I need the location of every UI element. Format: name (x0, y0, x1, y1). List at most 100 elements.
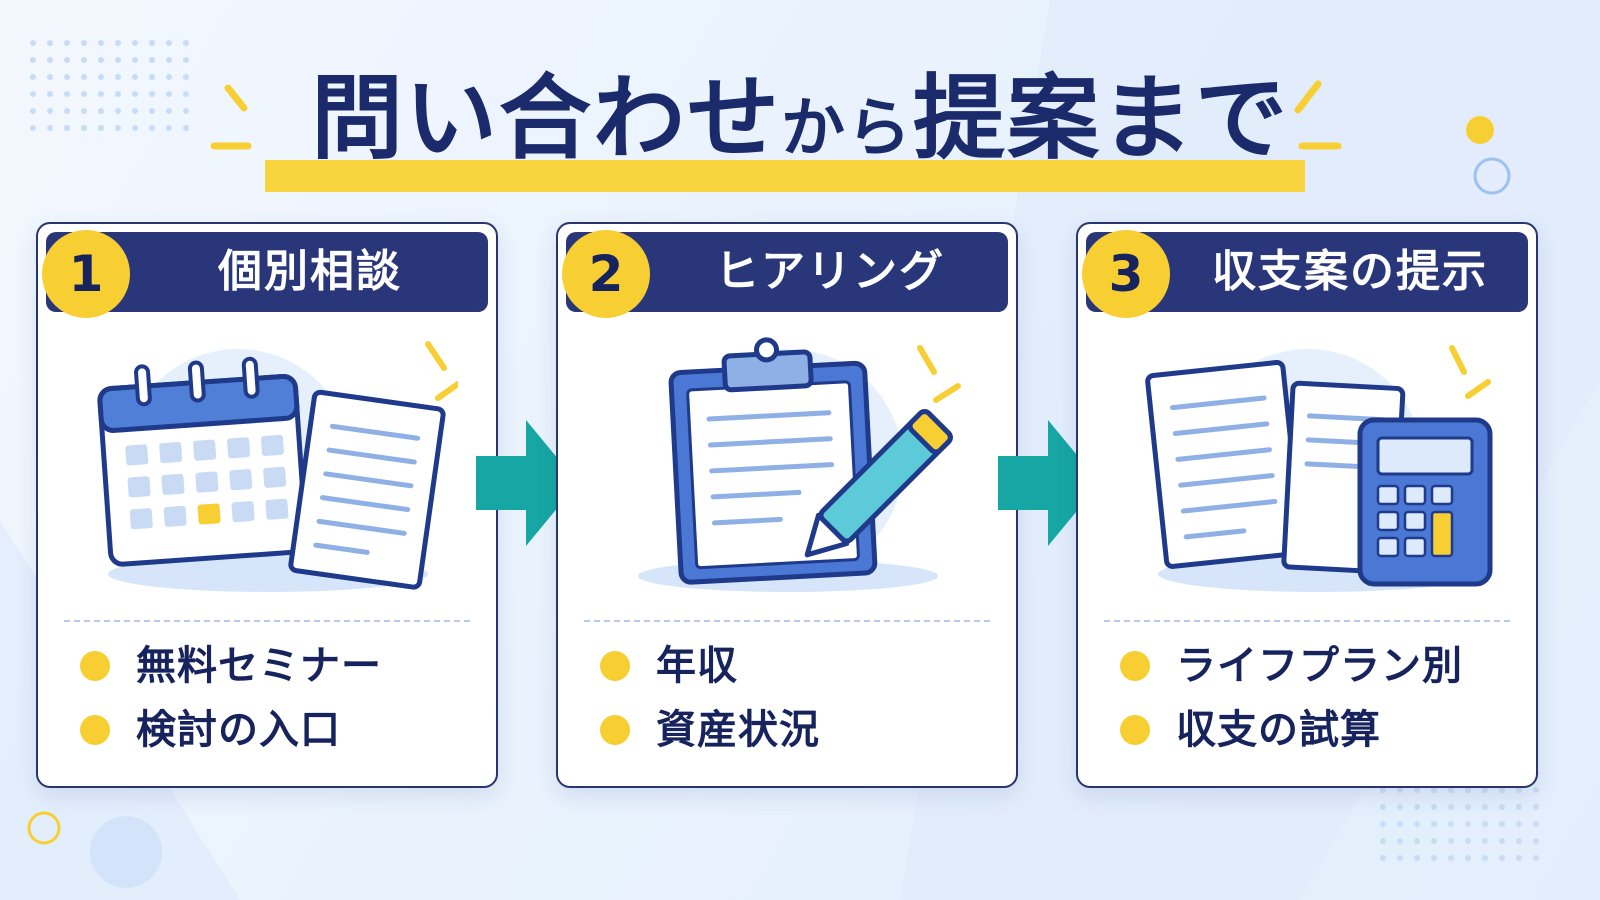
card-divider (64, 620, 470, 622)
dot-pattern-dot (115, 57, 121, 63)
page-title-area: 問い合わせから提案まで (0, 52, 1600, 202)
dot-pattern-dot (1431, 804, 1437, 810)
step-header: 2 ヒアリング (562, 230, 1008, 318)
dot-pattern-dot (149, 74, 155, 80)
dot-pattern-dot (183, 91, 189, 97)
dot-pattern-dot (132, 57, 138, 63)
dot-pattern-dot (1448, 855, 1454, 861)
dot-pattern-dot (183, 108, 189, 114)
dot-pattern-dot (1380, 787, 1386, 793)
dot-pattern-dot (149, 125, 155, 131)
bullet-list: 年収 資産状況 (592, 634, 1002, 762)
bullet-list: ライフプラン別 収支の試算 (1112, 634, 1522, 762)
dot-pattern-dot (1397, 804, 1403, 810)
card-divider (1104, 620, 1510, 622)
dot-pattern-dot (1533, 855, 1539, 861)
dot-pattern-dot (1482, 821, 1488, 827)
bullet-dot-icon (1120, 715, 1150, 745)
title-highlight-bar (265, 160, 1305, 192)
dot-pattern-dot (81, 57, 87, 63)
dot-pattern-dot (1414, 855, 1420, 861)
dot-pattern-dot (81, 40, 87, 46)
dot-pattern-dot (47, 91, 53, 97)
dot-pattern-dot (1499, 804, 1505, 810)
dot-pattern-dot (1499, 855, 1505, 861)
bullet-dot-icon (80, 715, 110, 745)
bullet-item: ライフプラン別 (1112, 634, 1522, 698)
dot-pattern-dot (81, 108, 87, 114)
dot-pattern-dot (98, 108, 104, 114)
dot-pattern-dot (132, 40, 138, 46)
dot-pattern-dot (1414, 787, 1420, 793)
dot-pattern-dot (64, 40, 70, 46)
dot-pattern-dot (1465, 804, 1471, 810)
dot-pattern-dot (64, 57, 70, 63)
dot-pattern-dot (115, 74, 121, 80)
step-card-3: 3 収支案の提示 (1076, 222, 1538, 788)
dot-pattern-dot (166, 108, 172, 114)
bullet-item: 無料セミナー (72, 634, 482, 698)
dot-pattern-dot (98, 57, 104, 63)
dot-pattern-dot (1499, 787, 1505, 793)
bullet-list: 無料セミナー 検討の入口 (72, 634, 482, 762)
bullet-item: 収支の試算 (1112, 698, 1522, 762)
dot-pattern-dot (115, 40, 121, 46)
dot-pattern-dot (1482, 787, 1488, 793)
dot-pattern-dot (183, 74, 189, 80)
dot-pattern-dot (1465, 787, 1471, 793)
dot-pattern-dot (1448, 804, 1454, 810)
dot-pattern-dot (166, 125, 172, 131)
step-card-2: 2 ヒアリング 年収 資産状況 (556, 222, 1018, 788)
step-number-badge: 1 (42, 230, 130, 318)
dot-pattern-dot (30, 108, 36, 114)
dot-pattern-dot (81, 91, 87, 97)
dot-pattern-dot (1380, 838, 1386, 844)
dot-pattern-dot (149, 91, 155, 97)
bullet-item: 資産状況 (592, 698, 1002, 762)
dot-pattern-dot (183, 57, 189, 63)
dot-pattern-dot (1397, 855, 1403, 861)
dot-pattern-dot (98, 91, 104, 97)
dot-pattern-dot (1397, 838, 1403, 844)
dot-pattern-dot (30, 91, 36, 97)
dot-pattern-dot (47, 108, 53, 114)
dot-pattern-dot (115, 108, 121, 114)
dot-pattern-dot (98, 125, 104, 131)
dot-pattern-dot (1448, 821, 1454, 827)
dot-pattern-dot (64, 74, 70, 80)
dot-pattern-dot (1533, 838, 1539, 844)
arrow-right-icon (998, 420, 1100, 546)
dot-pattern-dot (1482, 855, 1488, 861)
dot-pattern-dot (1499, 821, 1505, 827)
dot-pattern-dot (183, 125, 189, 131)
card-divider (584, 620, 990, 622)
dot-pattern-dot (1431, 855, 1437, 861)
dot-pattern-dot (115, 125, 121, 131)
step-header: 3 収支案の提示 (1082, 230, 1528, 318)
dot-pattern-dot (81, 74, 87, 80)
dot-pattern-dot (1516, 821, 1522, 827)
dot-pattern-dot (1516, 787, 1522, 793)
bullet-dot-icon (600, 651, 630, 681)
dot-pattern-dot (1533, 787, 1539, 793)
bullet-dot-icon (80, 651, 110, 681)
dot-pattern-dot (64, 91, 70, 97)
page-title: 問い合わせから提案まで (0, 64, 1600, 184)
arrow-right-icon (476, 420, 578, 546)
dot-pattern-dot (166, 74, 172, 80)
dot-pattern-dot (166, 91, 172, 97)
dot-pattern-dot (132, 125, 138, 131)
dot-pattern-dot (81, 125, 87, 131)
dot-pattern-dot (1465, 838, 1471, 844)
dot-pattern-dot (1397, 787, 1403, 793)
step-header: 1 個別相談 (42, 230, 488, 318)
dot-pattern-dot (1448, 787, 1454, 793)
dot-pattern-dot (1380, 821, 1386, 827)
dot-pattern-dot (1397, 821, 1403, 827)
dot-pattern-dot (1499, 838, 1505, 844)
dot-pattern-dot (132, 91, 138, 97)
dot-pattern-dot (98, 40, 104, 46)
dot-pattern-dot (183, 40, 189, 46)
dot-pattern-dot (149, 40, 155, 46)
title-end: 提案まで (913, 65, 1290, 172)
